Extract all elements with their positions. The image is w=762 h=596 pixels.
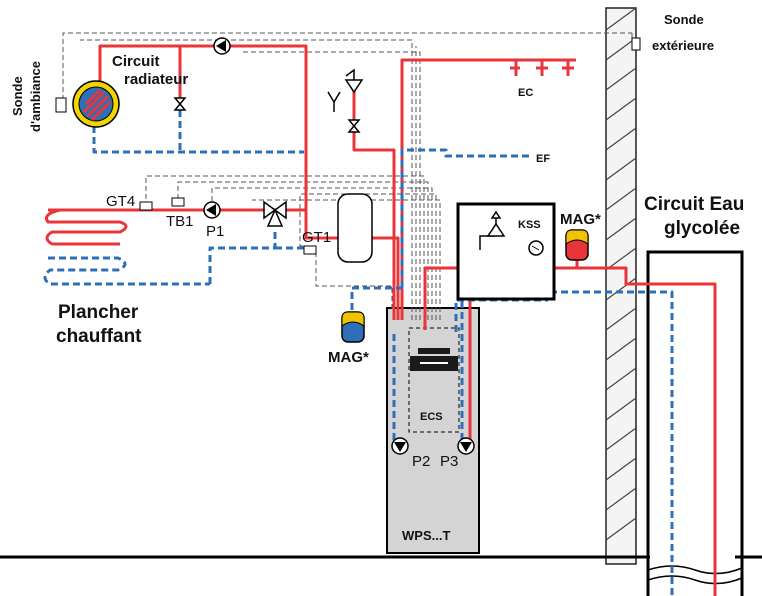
ground-loop-box — [646, 250, 744, 596]
label-sonde-ambiance-2: d'ambiance — [28, 61, 43, 132]
label-circuit-eau-2: glycolée — [664, 218, 740, 239]
label-circuit-eau-1: Circuit Eau — [644, 194, 744, 215]
pump-p1-floor-icon — [203, 201, 221, 219]
three-way-valve-icon — [263, 200, 287, 227]
sensor-gt1-icon — [303, 245, 317, 255]
kss-safety-kit — [456, 202, 556, 301]
buffer-tank — [337, 193, 373, 263]
safety-valve-icon — [327, 68, 364, 133]
hot-pipes — [45, 44, 717, 596]
heat-pump-unit — [386, 307, 480, 554]
sensor-gt4-icon — [139, 201, 153, 211]
sensor-wiring — [62, 32, 633, 320]
label-p1-floor: P1 — [206, 223, 224, 240]
room-thermostat — [55, 80, 120, 128]
label-ef: EF — [536, 153, 550, 165]
label-circuit-radiateur-1: Circuit — [112, 53, 160, 70]
label-circuit-radiateur-2: radiateur — [124, 71, 188, 88]
label-plancher: Plancher — [58, 302, 139, 323]
label-chauffant: chauffant — [56, 326, 142, 347]
pump-p2-icon — [391, 437, 409, 455]
label-p3: P3 — [440, 453, 458, 470]
outdoor-sensor — [631, 37, 641, 51]
label-kss: KSS — [518, 219, 541, 231]
label-ecs: ECS — [420, 411, 443, 423]
expansion-vessel-left — [341, 311, 365, 343]
label-tb1: TB1 — [166, 213, 194, 230]
label-p2: P2 — [412, 453, 430, 470]
exterior-wall — [605, 7, 637, 565]
pump-p3-icon — [457, 437, 475, 455]
label-gt4: GT4 — [106, 193, 135, 210]
label-gt1: GT1 — [302, 229, 331, 246]
expansion-vessel-right — [565, 229, 589, 261]
label-wps: WPS...T — [402, 528, 450, 543]
label-sonde-exterieure-1: Sonde — [664, 12, 704, 27]
label-mag-left: MAG* — [328, 349, 369, 366]
label-sonde-exterieure-2: extérieure — [652, 38, 714, 53]
label-ec: EC — [518, 87, 533, 99]
sensor-tb1-icon — [171, 197, 185, 207]
label-sonde-ambiance-1: Sonde — [10, 76, 25, 116]
label-mag-right: MAG* — [560, 211, 601, 228]
radiator-valve-icon — [173, 97, 187, 111]
pump-p1-top-icon — [213, 37, 231, 55]
